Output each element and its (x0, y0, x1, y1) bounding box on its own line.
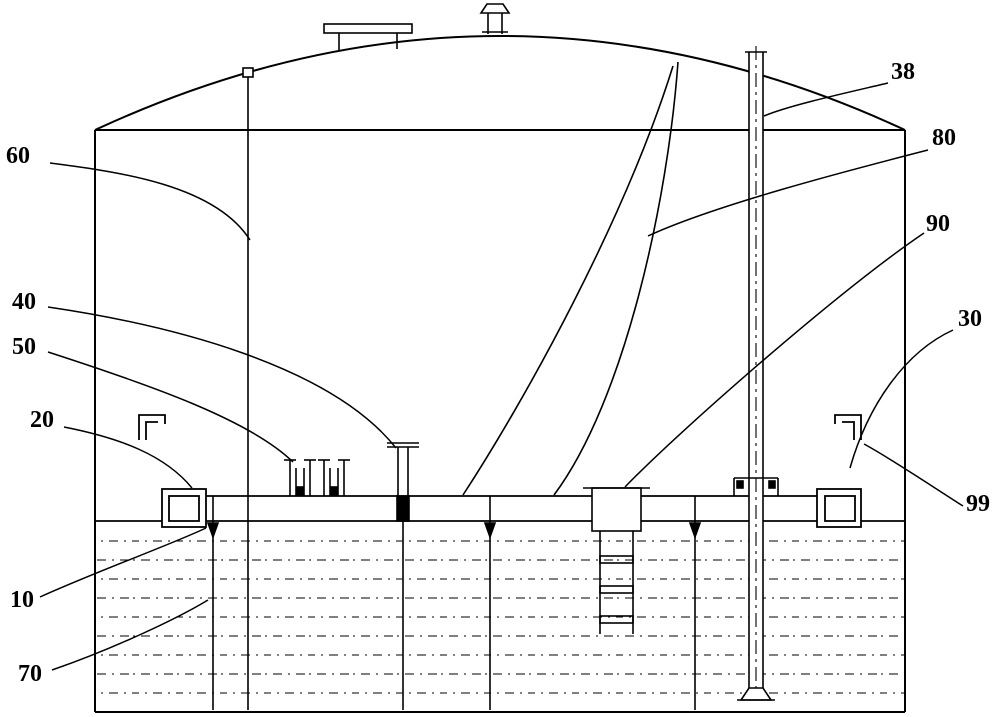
leader-40 (47, 306, 397, 449)
right-rim-seal (816, 414, 862, 528)
deck-clamp-fittings (284, 459, 350, 496)
leader-90 (624, 232, 925, 488)
leader-50 (47, 351, 294, 463)
leader-70 (51, 599, 209, 671)
ref-label-99: 99 (966, 491, 990, 517)
vent-fitting (479, 3, 511, 34)
hose-curves (462, 61, 679, 496)
tank-dome (94, 35, 906, 131)
liquid-hatch (96, 523, 904, 711)
ref-label-20: 20 (30, 407, 54, 433)
deck-support-legs (206, 496, 702, 710)
leader-30 (849, 329, 954, 469)
ref-label-10: 10 (10, 587, 34, 613)
manhole-fitting (323, 23, 413, 50)
ref-label-80: 80 (932, 125, 956, 151)
leader-lines (39, 82, 964, 671)
gauge-well-ladder (583, 487, 650, 634)
leader-10 (39, 527, 207, 598)
ref-label-70: 70 (18, 661, 42, 687)
leader-20 (63, 426, 193, 489)
leader-38 (763, 82, 889, 117)
floating-deck (96, 414, 904, 528)
ref-label-90: 90 (926, 211, 950, 237)
ref-label-60: 60 (6, 143, 30, 169)
leader-80 (647, 149, 929, 237)
ref-label-38: 38 (891, 59, 915, 85)
leader-60 (49, 162, 251, 241)
ref-label-30: 30 (958, 306, 982, 332)
leader-99 (863, 443, 964, 507)
standpipe (733, 46, 779, 701)
ref-label-50: 50 (12, 334, 36, 360)
guide-pipe (242, 67, 254, 710)
ref-label-40: 40 (12, 289, 36, 315)
tank-shell (94, 35, 906, 713)
support-column-40 (387, 442, 419, 710)
left-rim-seal (138, 414, 207, 528)
